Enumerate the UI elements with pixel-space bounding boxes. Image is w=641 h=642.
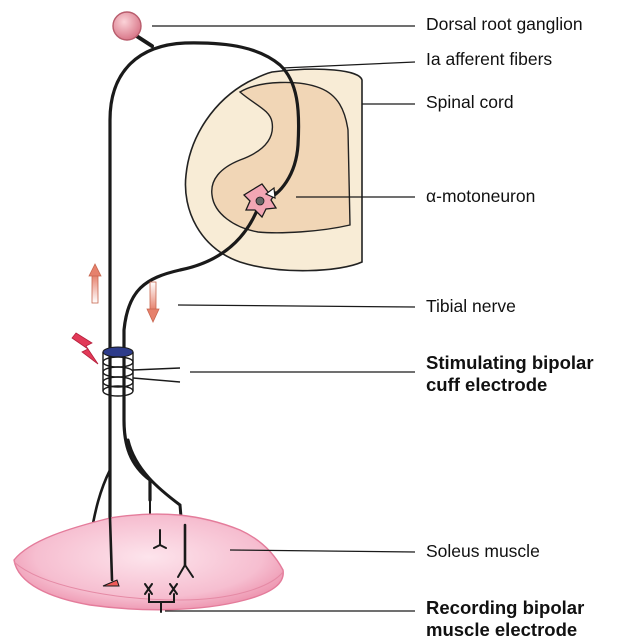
spinal-cord: [185, 69, 362, 270]
label-spinal-cord: Spinal cord: [426, 92, 514, 113]
label-recording-line1: Recording bipolar: [426, 597, 584, 619]
stimulus-bolt-icon: [72, 333, 98, 364]
label-ia-afferent-fibers: Ia afferent fibers: [426, 49, 552, 70]
label-tibial-nerve: Tibial nerve: [426, 296, 516, 317]
label-alpha-motoneuron: α-motoneuron: [426, 186, 535, 207]
label-stimulating-electrode: Stimulating bipolar cuff electrode: [426, 352, 594, 395]
label-recording-electrode: Recording bipolar muscle electrode: [426, 597, 584, 640]
afferent-up-arrow-icon: [89, 264, 101, 303]
label-soleus-muscle: Soleus muscle: [426, 541, 540, 562]
label-stimulating-line2: cuff electrode: [426, 374, 594, 396]
label-recording-line2: muscle electrode: [426, 619, 584, 641]
label-dorsal-root-ganglion: Dorsal root ganglion: [426, 14, 583, 35]
dorsal-root-ganglion: [113, 12, 141, 40]
efferent-down-arrow-icon: [147, 282, 159, 322]
stimulating-cuff-electrode: [103, 347, 180, 396]
label-stimulating-line1: Stimulating bipolar: [426, 352, 594, 374]
